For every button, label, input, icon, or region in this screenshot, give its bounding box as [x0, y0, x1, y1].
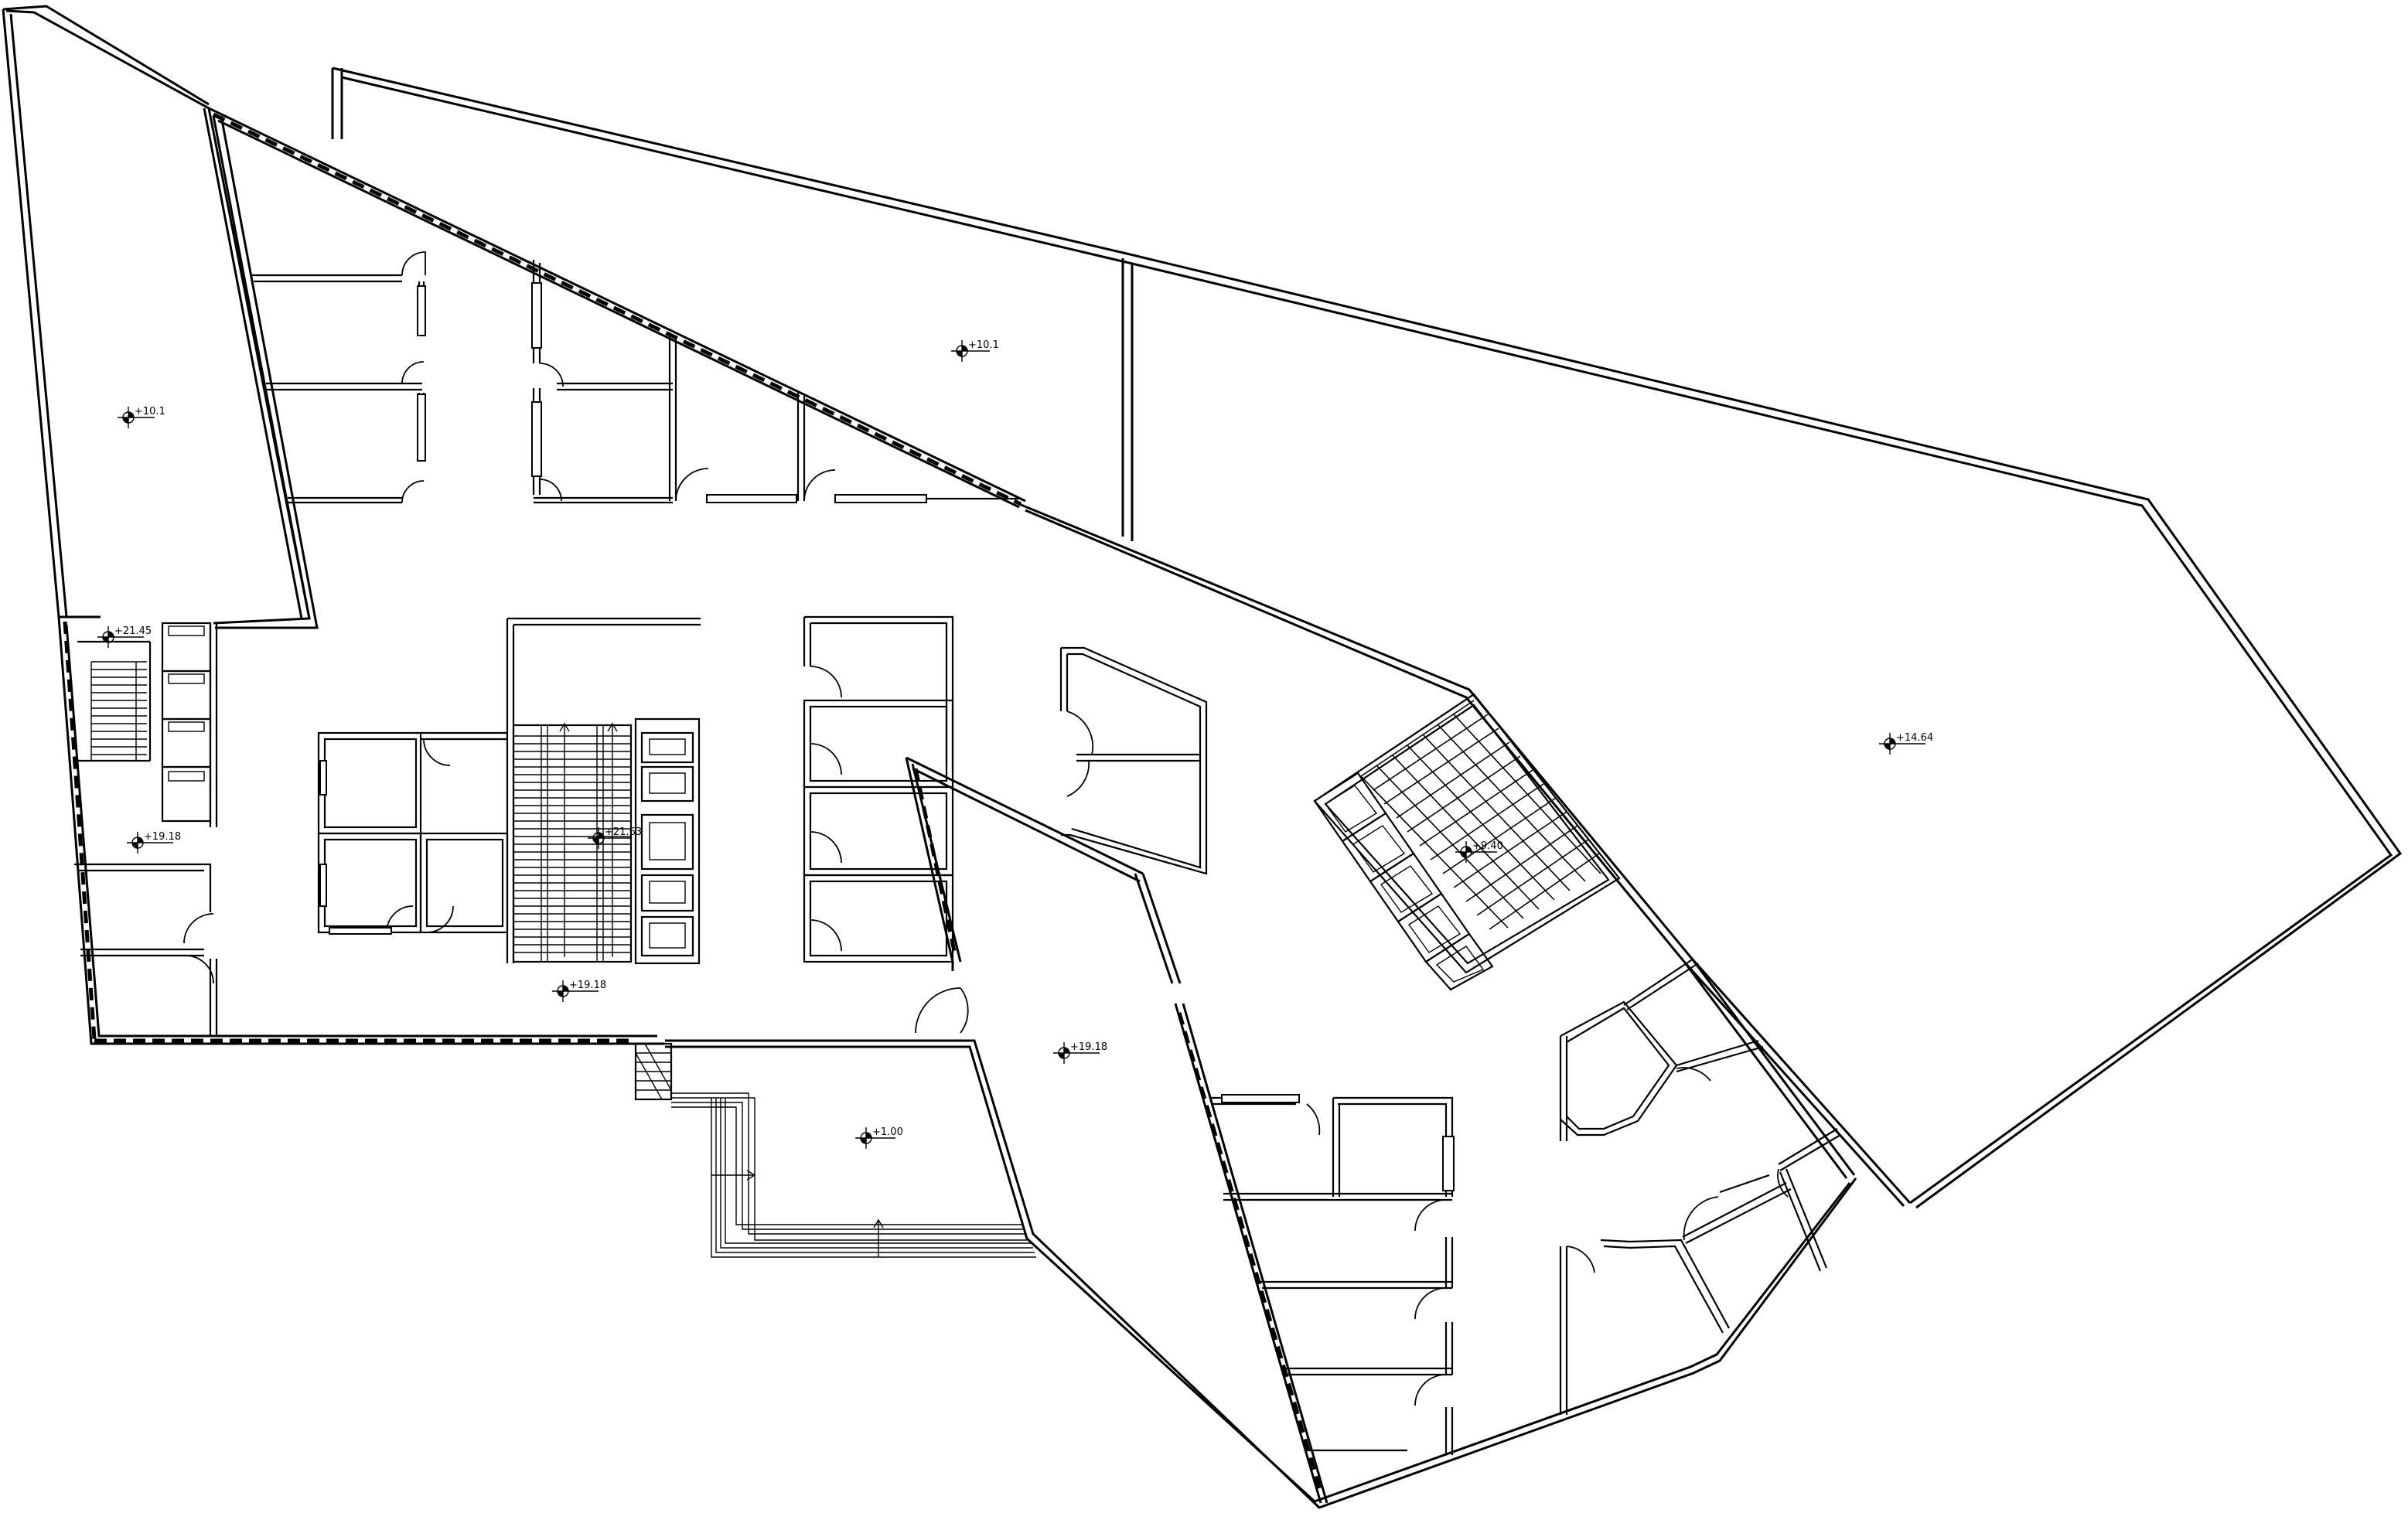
roof-north-west-area	[2, 9, 311, 619]
elevation-markers: +10.1 +10.1 +14.64 +21.45	[97, 339, 1933, 1149]
elevation-mark: +10.1	[951, 339, 999, 362]
mid-room-stack	[803, 615, 954, 963]
west-stair-block	[74, 622, 218, 1036]
east-stair	[1313, 693, 1621, 991]
elevation-label: +10.1	[135, 406, 165, 417]
south-east-rooms	[1559, 958, 1841, 1415]
elevation-mark: +19.18	[127, 831, 181, 854]
elevation-mark: +21.45	[97, 625, 152, 648]
elevation-label: +19.18	[1070, 1041, 1107, 1053]
elevation-label: +19.18	[569, 980, 606, 991]
elevation-label: +9.40	[1472, 840, 1503, 852]
building-outline	[57, 107, 1912, 1509]
east-lifts	[1313, 772, 1494, 991]
main-stair-treads	[513, 725, 631, 962]
north-rooms	[251, 251, 1019, 504]
terrace-hatch	[635, 1043, 672, 1100]
elevation-mark: +1.00	[855, 1126, 903, 1149]
central-wedge	[905, 756, 1328, 1504]
elevation-mark: +10.1	[118, 406, 165, 428]
east-stair-treads	[1360, 700, 1601, 930]
north-east-room	[1059, 646, 1208, 875]
elevation-label: +21.45	[114, 625, 152, 637]
main-stair-core	[506, 617, 701, 965]
lower-terrace	[634, 1042, 1036, 1258]
elevation-label: +10.1	[968, 339, 999, 351]
stair-west-treads	[90, 661, 147, 761]
elevation-mark: +19.18	[1053, 1041, 1107, 1064]
central-rooms	[317, 731, 509, 935]
elevation-label: +19.18	[144, 831, 181, 843]
elevation-mark: +21.63	[588, 826, 642, 849]
elevation-mark: +19.18	[552, 980, 606, 1002]
elevation-label: +14.64	[1896, 732, 1933, 744]
elevation-mark: +9.40	[1455, 840, 1503, 863]
elevation-label: +21.63	[605, 826, 642, 838]
roof-outline	[2, 5, 2403, 1209]
elevation-mark: +14.64	[1879, 732, 1933, 755]
south-central-rooms	[1211, 1094, 1455, 1455]
elevation-label: +1.00	[872, 1126, 903, 1138]
